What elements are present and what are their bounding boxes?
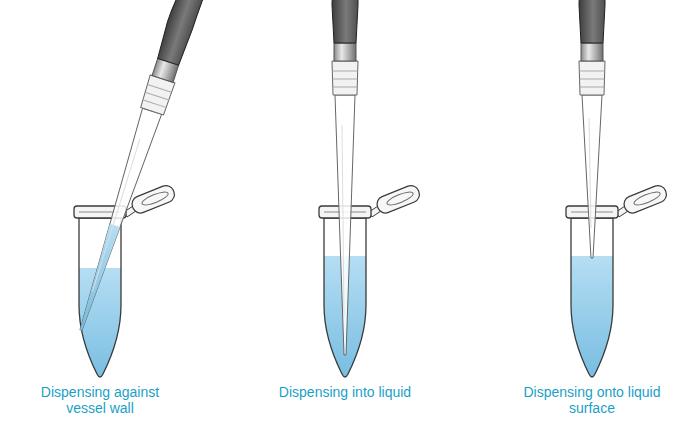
tube-into-liquid bbox=[315, 183, 422, 386]
pipette-onto-surface bbox=[579, 0, 614, 258]
caption-label: Dispensing against vessel wall bbox=[30, 384, 170, 416]
caption-label: Dispensing onto liquid surface bbox=[522, 384, 662, 416]
pipette-into-liquid bbox=[332, 0, 367, 355]
pipette-tilted bbox=[69, 0, 232, 337]
tube-onto-surface bbox=[562, 183, 669, 386]
caption-label: Dispensing into liquid bbox=[275, 384, 415, 400]
